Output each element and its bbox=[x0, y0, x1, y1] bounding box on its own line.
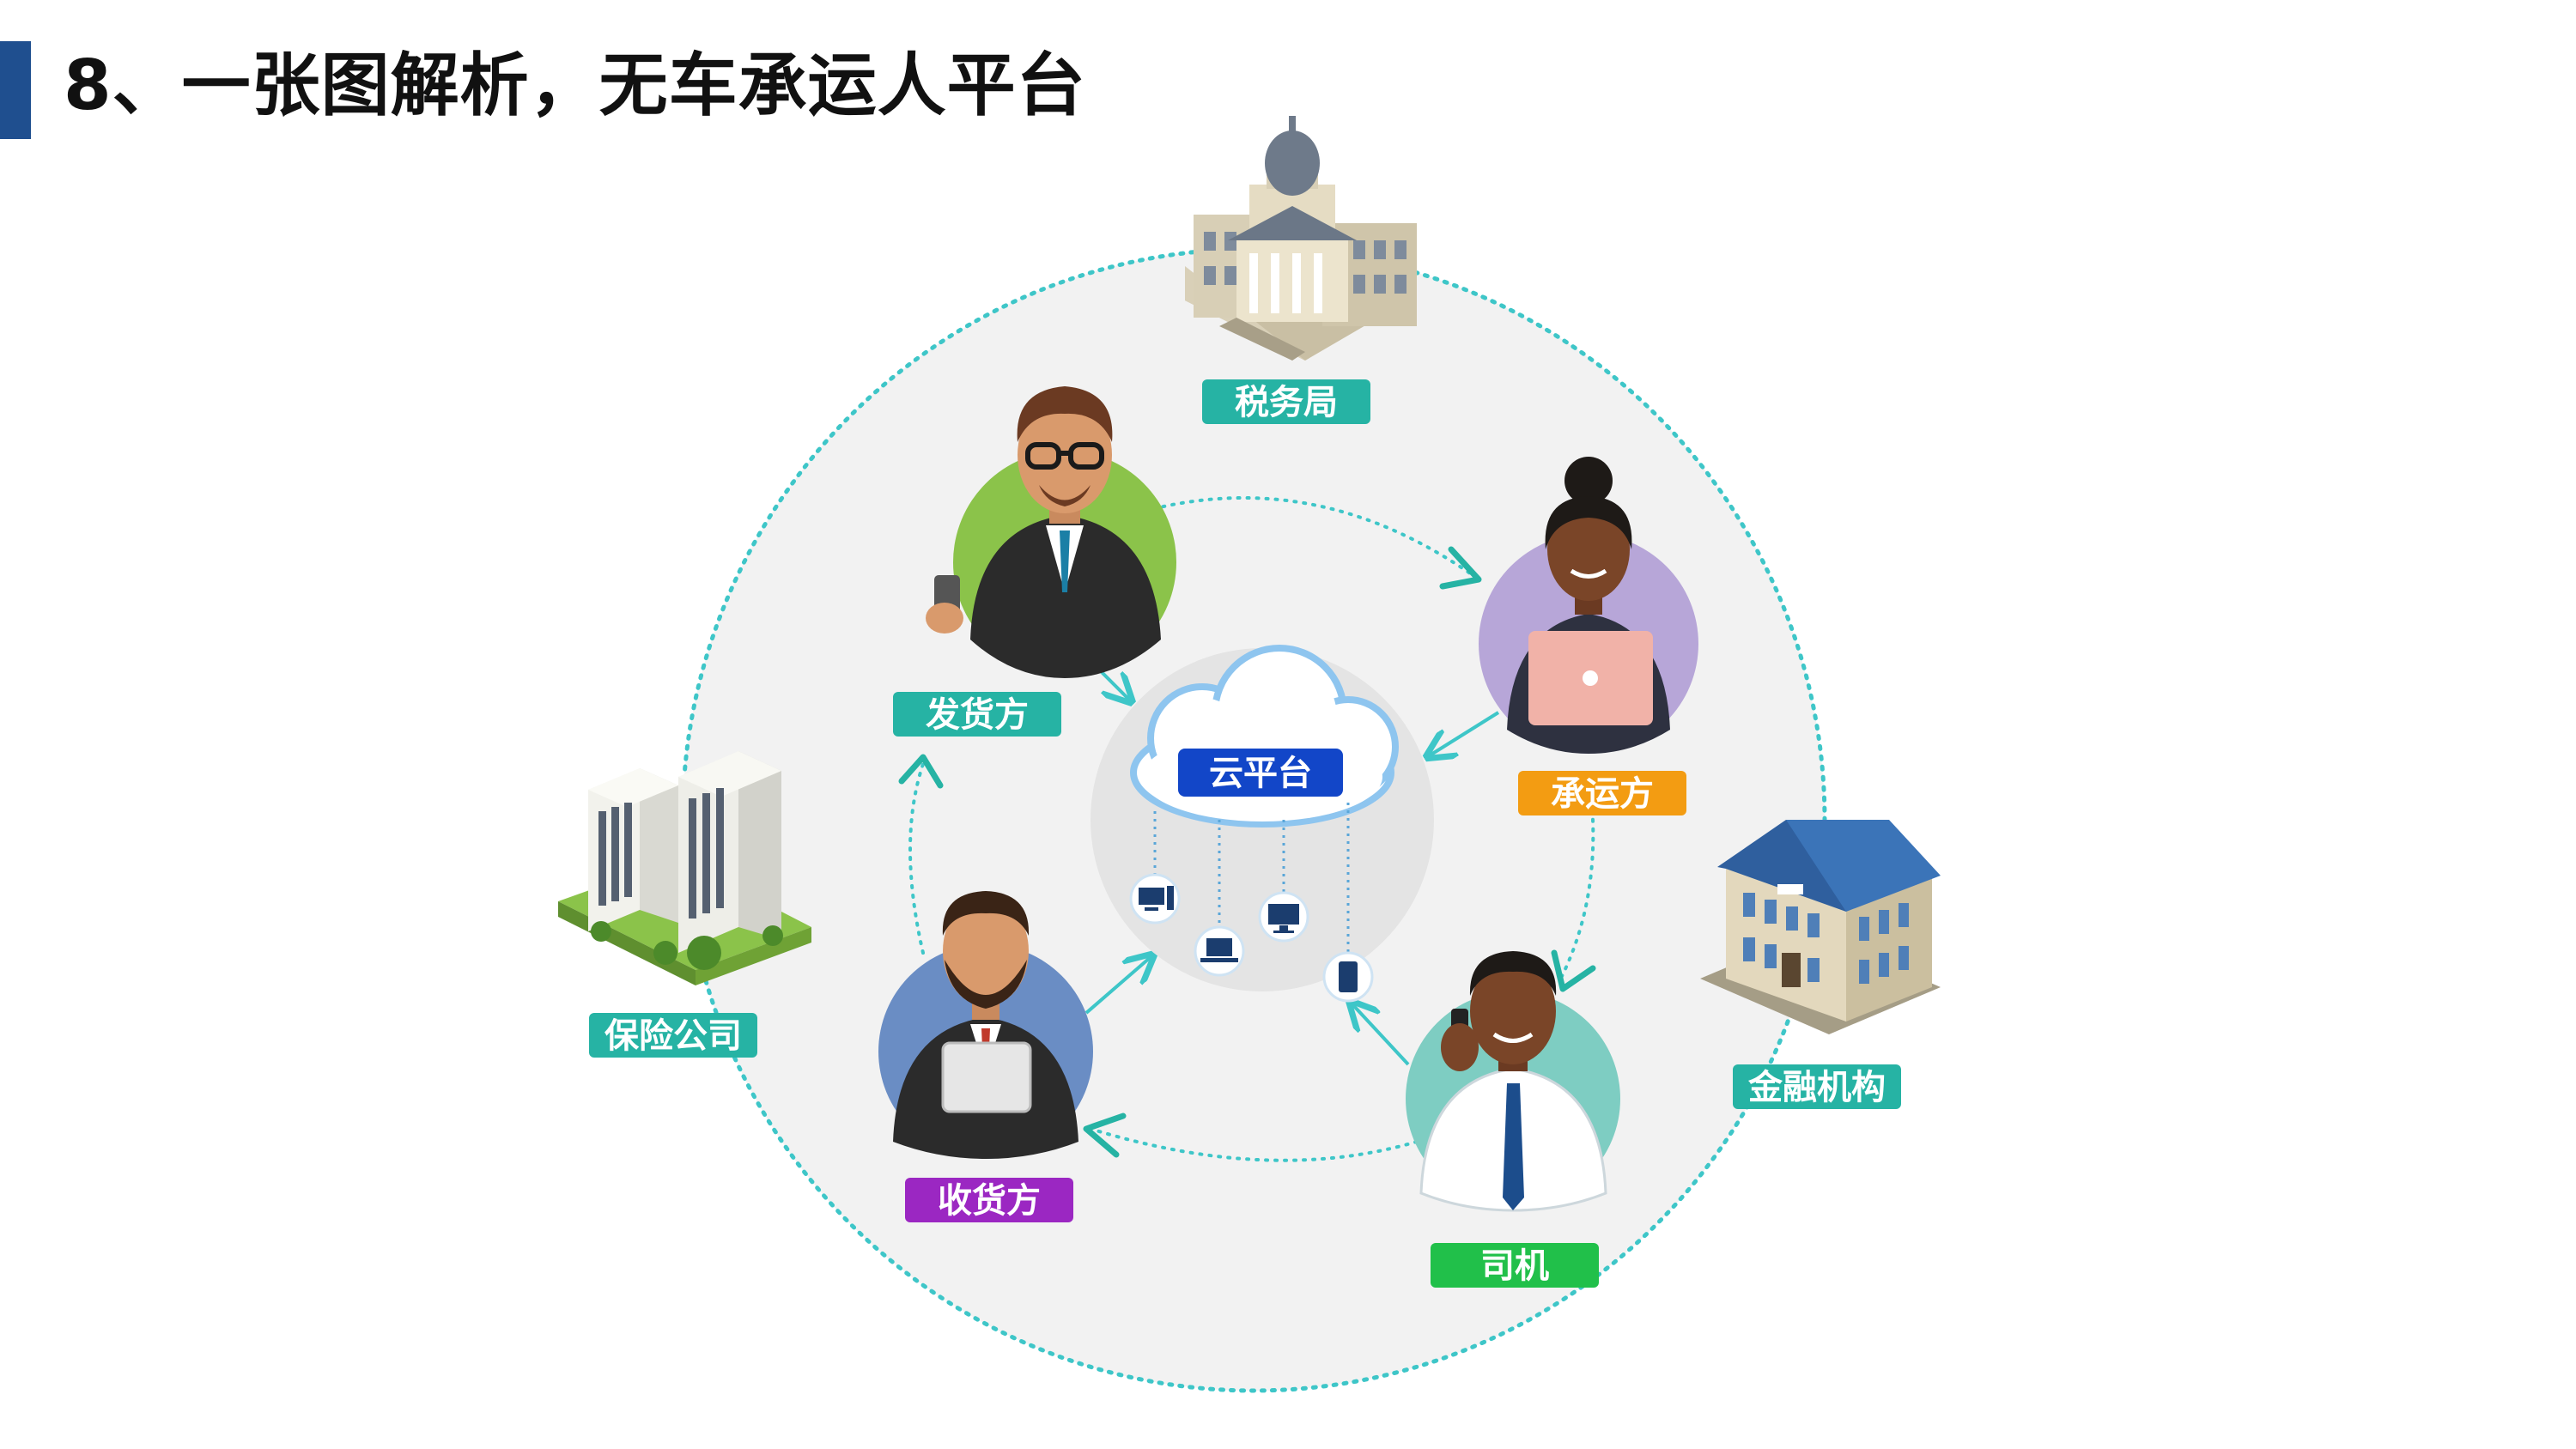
finance-label: 金融机构 bbox=[1747, 1068, 1886, 1107]
arc-driver-consignee bbox=[1089, 1127, 1419, 1162]
link-driver-cloud bbox=[1352, 1004, 1410, 1066]
tablet-icon bbox=[1322, 951, 1374, 1003]
institution-finance: 金融机构 bbox=[1700, 820, 1941, 1109]
woman-laptop-icon bbox=[1507, 457, 1670, 754]
bank-building-icon bbox=[1700, 820, 1941, 1034]
arrowhead-to-shipper bbox=[898, 754, 944, 789]
consignee-label: 收货方 bbox=[938, 1181, 1041, 1221]
carrier-label-box bbox=[1518, 771, 1686, 815]
consignee-label-box bbox=[905, 1178, 1073, 1222]
flow-arrowheads bbox=[898, 546, 1596, 1158]
laptop-icon bbox=[1194, 925, 1245, 977]
tax-label-box bbox=[1202, 379, 1370, 424]
desktop-icon bbox=[1129, 873, 1181, 925]
arrowhead-to-consignee bbox=[1083, 1113, 1127, 1158]
finance-label-box bbox=[1733, 1064, 1901, 1109]
driver-phone-icon bbox=[1419, 951, 1607, 1212]
carrier-label: 承运方 bbox=[1551, 774, 1654, 814]
shipper-label: 发货方 bbox=[926, 695, 1029, 735]
role-consignee: 收货方 bbox=[878, 891, 1093, 1222]
link-carrier-cloud bbox=[1430, 711, 1500, 755]
insurance-label-box bbox=[589, 1013, 757, 1058]
man-tablet-icon bbox=[893, 891, 1078, 1159]
title-accent-bar bbox=[0, 41, 31, 139]
arrowhead-to-carrier bbox=[1439, 546, 1482, 590]
tax-label: 税务局 bbox=[1235, 383, 1338, 422]
role-driver: 司机 bbox=[1406, 951, 1620, 1288]
institution-tax: 税务局 bbox=[1185, 116, 1417, 424]
arrowhead-to-driver bbox=[1551, 949, 1596, 992]
government-building-icon bbox=[1185, 116, 1417, 361]
insurance-label: 保险公司 bbox=[605, 1016, 742, 1056]
link-consignee-cloud bbox=[1084, 957, 1151, 1015]
role-carrier: 承运方 bbox=[1479, 457, 1698, 815]
office-buildings-icon bbox=[558, 751, 811, 985]
device-lines bbox=[1153, 803, 1350, 953]
cloud-label: 云平台 bbox=[1209, 754, 1312, 793]
shipper-label-box bbox=[893, 692, 1061, 737]
driver-label-box bbox=[1431, 1243, 1599, 1288]
institution-insurance: 保险公司 bbox=[558, 751, 811, 1058]
cloud-platform: 云平台 bbox=[1091, 645, 1434, 1003]
slide-title: 8、一张图解析，无车承运人平台 bbox=[64, 45, 1086, 125]
businessman-phone-icon bbox=[926, 386, 1161, 678]
role-shipper: 发货方 bbox=[893, 386, 1176, 737]
monitor-icon bbox=[1258, 891, 1309, 943]
driver-label: 司机 bbox=[1480, 1246, 1549, 1286]
cloud-label-box bbox=[1178, 749, 1343, 797]
arc-consignee-shipper bbox=[908, 762, 925, 955]
